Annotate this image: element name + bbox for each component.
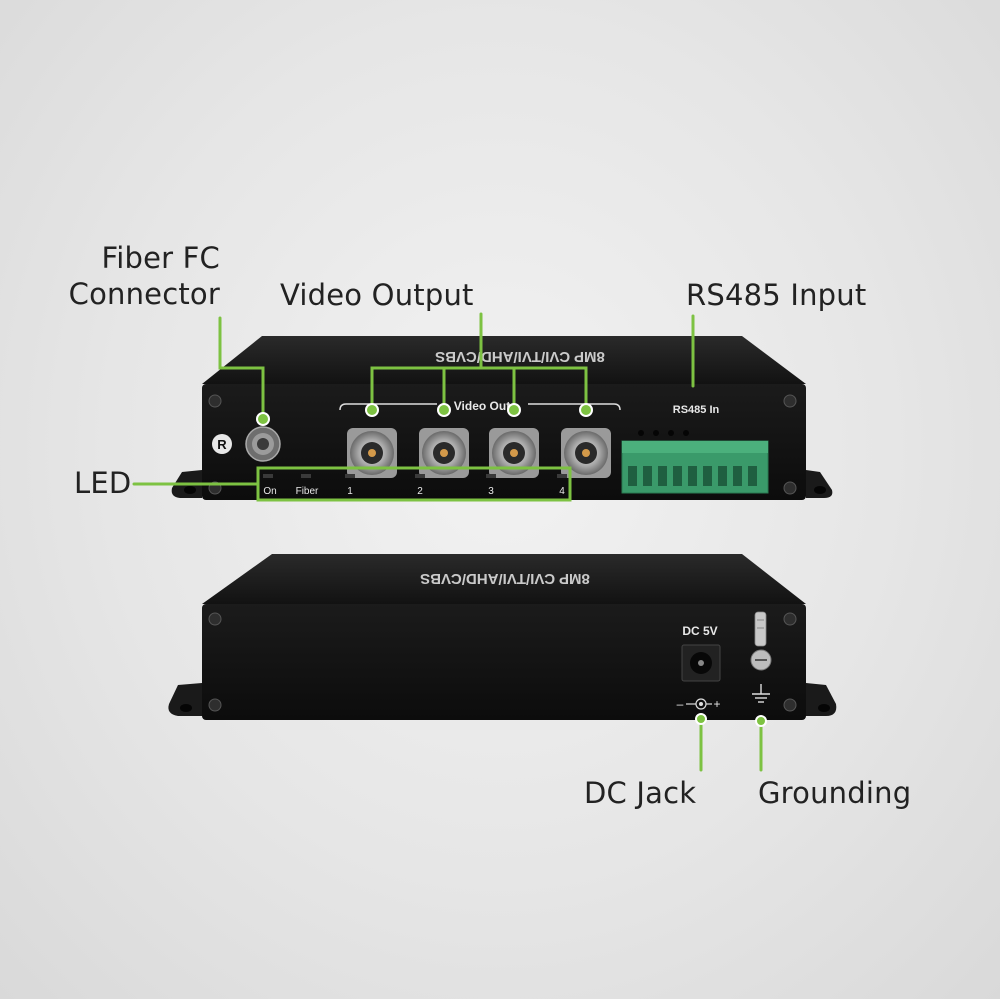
- front-device-top: [202, 336, 806, 384]
- dc-5v-silk-label: DC 5V: [682, 624, 717, 638]
- polarity-minus: –: [677, 697, 684, 711]
- rear-device-top: [202, 554, 806, 604]
- rear-panel: [202, 604, 806, 720]
- led-label-1: 1: [347, 486, 353, 497]
- video-output-callout: Video Output: [280, 278, 474, 312]
- bnc-connector-2: [419, 428, 469, 478]
- callout-lines: [132, 312, 763, 772]
- bnc-connector-4: [561, 428, 611, 478]
- fiber-marker-badge: [212, 434, 232, 454]
- bnc-connector-1: [347, 428, 397, 478]
- led-label-on: On: [263, 486, 276, 497]
- led-label-3: 3: [488, 486, 494, 497]
- rear-device: 8MP CVI/TVI/AHD/CVBS DC 5V – +: [168, 554, 837, 720]
- rs485-silk-label: RS485 In: [673, 404, 720, 416]
- grounding-screw: [750, 611, 772, 671]
- fiber-callout-line1: Fiber FC: [101, 241, 220, 275]
- led-label-2: 2: [417, 486, 423, 497]
- fiber-fc-connector-callout: Fiber FC Connector: [0, 240, 220, 312]
- led-label-fiber: Fiber: [296, 486, 319, 497]
- svg-text:8MP CVI/TVI/AHD/CVBS: 8MP CVI/TVI/AHD/CVBS: [420, 570, 590, 587]
- led-callout: LED: [74, 466, 132, 500]
- dc-jack-callout: DC Jack: [584, 776, 697, 810]
- bnc-connector-3: [489, 428, 539, 478]
- callout-dots: [256, 403, 767, 727]
- grounding-callout: Grounding: [758, 776, 912, 810]
- svg-text:8MP CVI/TVI/AHD/CVBS: 8MP CVI/TVI/AHD/CVBS: [435, 348, 605, 365]
- rs485-input-callout: RS485 Input: [686, 278, 867, 312]
- fiber-callout-line2: Connector: [68, 277, 220, 311]
- rs485-terminal-block: [621, 440, 769, 494]
- polarity-plus: +: [713, 697, 720, 711]
- polarity-icon: – +: [677, 697, 721, 711]
- fiber-marker-text: R: [217, 437, 227, 452]
- video-out-silk-label: Video Out: [454, 399, 510, 413]
- ground-icon: [752, 684, 770, 703]
- led-label-4: 4: [559, 486, 565, 497]
- front-device: 8MP CVI/TVI/AHD/CVBS R Video Out: [171, 336, 833, 500]
- fiber-fc-connector: [245, 426, 281, 462]
- dc-jack: [681, 644, 721, 682]
- rear-left-flange: [168, 683, 202, 716]
